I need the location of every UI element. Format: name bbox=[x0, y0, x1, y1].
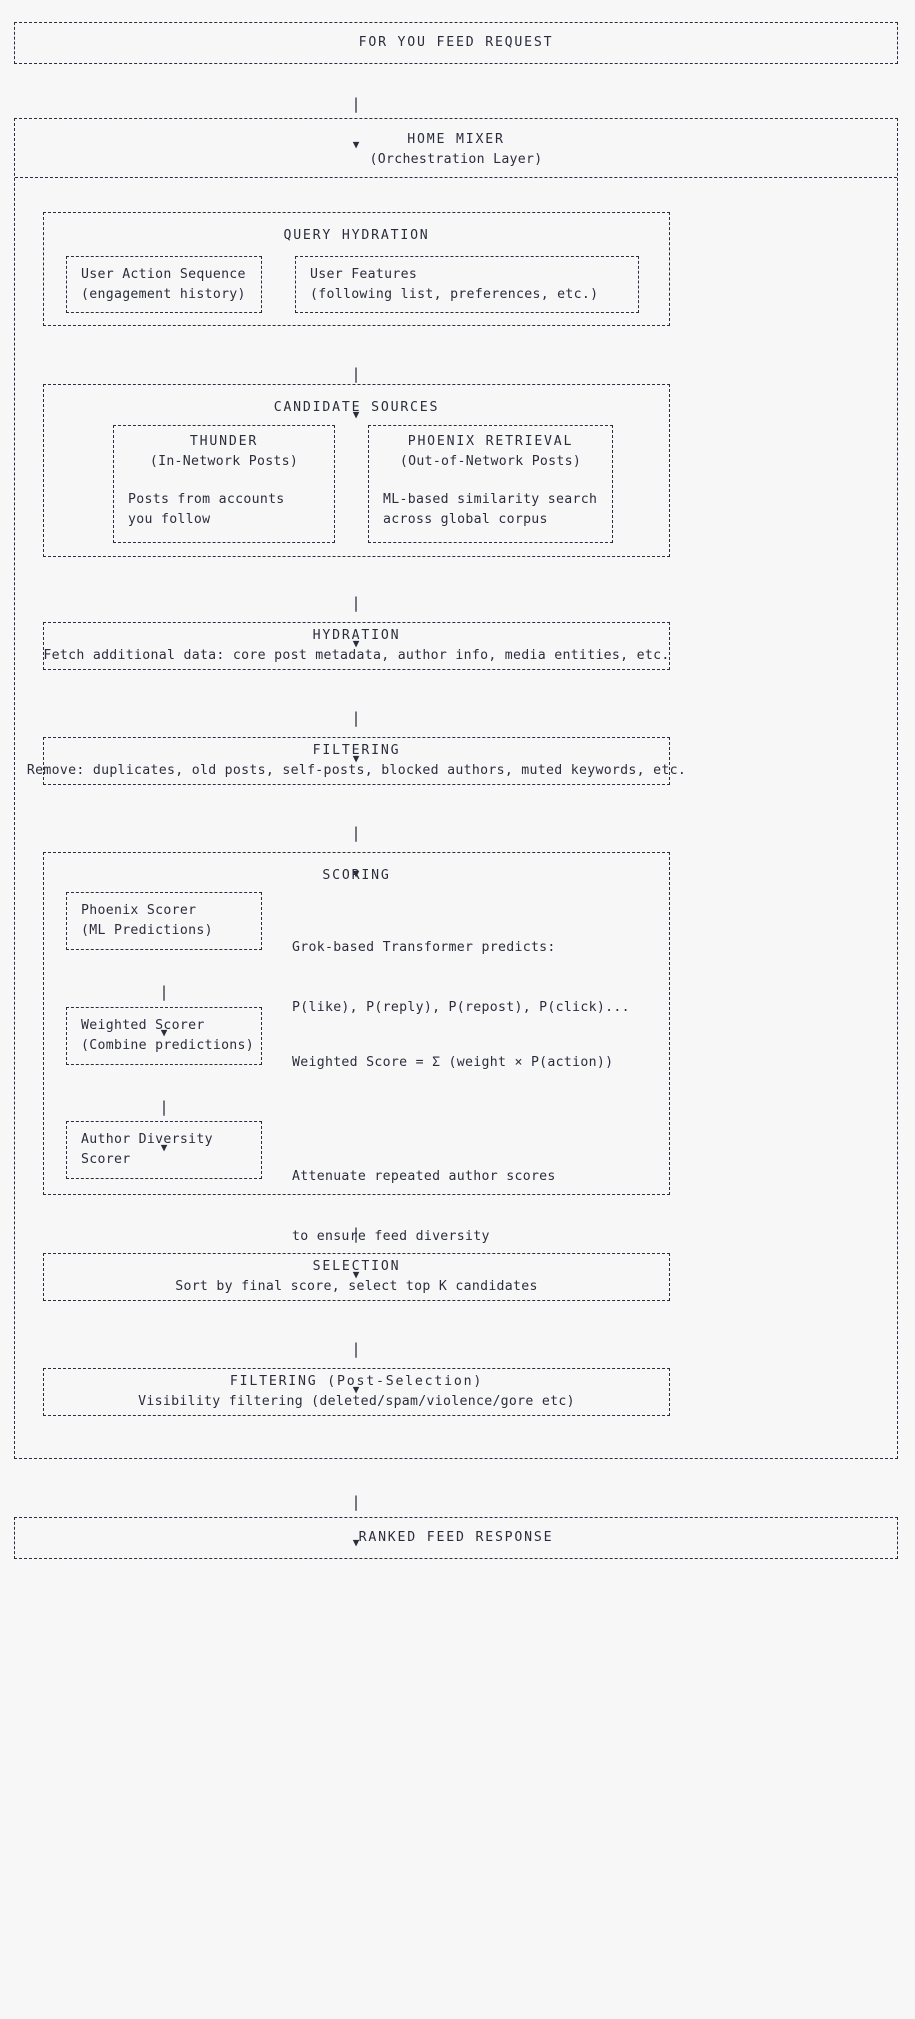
connector-weighted-to-diversity: | ▼ bbox=[152, 1073, 176, 1180]
hydration-desc: Fetch additional data: core post metadat… bbox=[43, 648, 670, 663]
query-hydration-title: QUERY HYDRATION bbox=[283, 228, 430, 243]
connector-hydration-to-filtering: | ▼ bbox=[344, 684, 368, 778]
connector-arrowhead: ▼ bbox=[352, 1536, 360, 1549]
connector-arrowhead: ▼ bbox=[352, 1268, 360, 1281]
connector-arrowhead: ▼ bbox=[352, 1383, 360, 1396]
user-action-sequence-line2: (engagement history) bbox=[81, 286, 246, 302]
connector-stem: | bbox=[351, 824, 361, 842]
phoenix-retrieval-source-box: PHOENIX RETRIEVAL (Out-of-Network Posts)… bbox=[368, 425, 613, 543]
connector-phoenix-to-weighted: | ▼ bbox=[152, 958, 176, 1065]
user-features-line1: User Features bbox=[310, 266, 418, 282]
selection-desc: Sort by final score, select top K candid… bbox=[175, 1279, 538, 1294]
filtering-title: FILTERING bbox=[312, 743, 401, 758]
connector-stem: | bbox=[351, 709, 361, 727]
ranked-feed-response-box: RANKED FEED RESPONSE bbox=[14, 1517, 898, 1559]
connector-request-to-mixer: | ▼ bbox=[344, 70, 368, 164]
filtering-desc: Remove: duplicates, old posts, self-post… bbox=[26, 763, 687, 778]
thunder-source-box: THUNDER (In-Network Posts) Posts from ac… bbox=[113, 425, 335, 543]
connector-arrowhead: ▼ bbox=[352, 408, 360, 421]
connector-stem: | bbox=[159, 983, 169, 1001]
selection-box: SELECTION Sort by final score, select to… bbox=[43, 1253, 670, 1301]
thunder-kind: (In-Network Posts) bbox=[149, 454, 299, 469]
connector-arrowhead: ▼ bbox=[352, 138, 360, 151]
phoenix-scorer-box: Phoenix Scorer (ML Predictions) bbox=[66, 892, 262, 950]
connector-selection-to-postfilter: | ▼ bbox=[344, 1315, 368, 1409]
phoenix-desc-line1: ML-based similarity search bbox=[383, 492, 598, 507]
phoenix-scorer-note: Grok-based Transformer predicts: P(like)… bbox=[292, 898, 630, 1058]
phoenix-scorer-note-line1: Grok-based Transformer predicts: bbox=[292, 940, 556, 955]
user-action-sequence-box: User Action Sequence (engagement history… bbox=[66, 256, 262, 313]
home-mixer-header: HOME MIXER (Orchestration Layer) bbox=[15, 119, 897, 170]
home-mixer-container: HOME MIXER (Orchestration Layer) bbox=[14, 118, 898, 1459]
candidate-sources-box: CANDIDATE SOURCES THUNDER (In-Network Po… bbox=[43, 384, 670, 557]
phoenix-desc-line2: across global corpus bbox=[383, 512, 548, 527]
connector-stem: | bbox=[351, 1493, 361, 1511]
phoenix-scorer-note-line2: P(like), P(reply), P(repost), P(click)..… bbox=[292, 1000, 630, 1015]
home-mixer-subtitle: (Orchestration Layer) bbox=[369, 152, 543, 167]
scoring-title: SCORING bbox=[322, 868, 391, 883]
weighted-scorer-box: Weighted Scorer (Combine predictions) bbox=[66, 1007, 262, 1065]
phoenix-kind: (Out-of-Network Posts) bbox=[399, 454, 582, 469]
connector-filtering-to-scoring: | ▼ bbox=[344, 799, 368, 893]
connector-arrowhead: ▼ bbox=[352, 867, 360, 880]
ranked-feed-response-label: RANKED FEED RESPONSE bbox=[358, 1530, 554, 1545]
connector-stem: | bbox=[351, 1340, 361, 1358]
query-hydration-box: QUERY HYDRATION User Action Sequence (en… bbox=[43, 212, 670, 326]
author-diversity-note: Attenuate repeated author scores to ensu… bbox=[292, 1127, 556, 1287]
thunder-name: THUNDER bbox=[189, 434, 259, 449]
connector-arrowhead: ▼ bbox=[352, 637, 360, 650]
selection-title: SELECTION bbox=[312, 1259, 401, 1274]
candidate-sources-items: THUNDER (In-Network Posts) Posts from ac… bbox=[113, 425, 613, 543]
connector-scoring-to-selection: | ▼ bbox=[344, 1200, 368, 1294]
connector-qh-to-cs: | ▼ bbox=[344, 340, 368, 434]
weighted-scorer-line2: (Combine predictions) bbox=[81, 1038, 255, 1053]
home-mixer-divider bbox=[15, 177, 897, 178]
phoenix-scorer-line2: (ML Predictions) bbox=[81, 923, 213, 938]
connector-stem: | bbox=[351, 594, 361, 612]
connector-mixer-to-response: | ▼ bbox=[344, 1468, 368, 1562]
scoring-box: SCORING Phoenix Scorer (ML Predictions) … bbox=[43, 852, 670, 1244]
author-diversity-note-line2: to ensure feed diversity bbox=[292, 1229, 490, 1244]
weighted-scorer-note: Weighted Score = Σ (weight × P(action)) bbox=[292, 1013, 613, 1113]
author-diversity-note-line1: Attenuate repeated author scores bbox=[292, 1169, 556, 1184]
hydration-box: HYDRATION Fetch additional data: core po… bbox=[43, 622, 670, 670]
phoenix-name: PHOENIX RETRIEVAL bbox=[407, 434, 574, 449]
author-diversity-line2: Scorer bbox=[81, 1152, 131, 1167]
weighted-scorer-line1: Weighted Scorer bbox=[81, 1018, 205, 1033]
feed-request-box: FOR YOU FEED REQUEST bbox=[14, 22, 898, 64]
thunder-desc-line1: Posts from accounts bbox=[128, 492, 285, 507]
post-selection-filtering-box: FILTERING (Post-Selection) Visibility fi… bbox=[43, 1368, 670, 1416]
connector-arrowhead: ▼ bbox=[160, 1026, 168, 1039]
candidate-sources-title: CANDIDATE SOURCES bbox=[273, 400, 440, 415]
thunder-desc-line2: you follow bbox=[128, 512, 211, 527]
connector-arrowhead: ▼ bbox=[352, 752, 360, 765]
post-filtering-title: FILTERING (Post-Selection) bbox=[229, 1374, 484, 1389]
user-features-line2: (following list, preferences, etc.) bbox=[310, 286, 599, 302]
author-diversity-line1: Author Diversity bbox=[81, 1132, 213, 1147]
connector-stem: | bbox=[159, 1098, 169, 1116]
connector-stem: | bbox=[351, 365, 361, 383]
user-action-sequence-line1: User Action Sequence bbox=[81, 266, 246, 282]
feed-request-label: FOR YOU FEED REQUEST bbox=[358, 35, 554, 50]
connector-arrowhead: ▼ bbox=[160, 1141, 168, 1154]
connector-stem: | bbox=[351, 1225, 361, 1243]
filtering-box: FILTERING Remove: duplicates, old posts,… bbox=[27, 737, 686, 785]
home-mixer-title: HOME MIXER bbox=[407, 132, 505, 147]
author-diversity-scorer-box: Author Diversity Scorer bbox=[66, 1121, 262, 1179]
user-features-box: User Features (following list, preferenc… bbox=[295, 256, 639, 313]
connector-stem: | bbox=[351, 95, 361, 113]
connector-cs-to-hydration: | ▼ bbox=[344, 569, 368, 663]
weighted-scorer-note-line1: Weighted Score = Σ (weight × P(action)) bbox=[292, 1055, 614, 1070]
hydration-title: HYDRATION bbox=[312, 628, 401, 643]
post-filtering-desc: Visibility filtering (deleted/spam/viole… bbox=[138, 1394, 575, 1409]
query-hydration-items: User Action Sequence (engagement history… bbox=[66, 256, 658, 313]
phoenix-scorer-line1: Phoenix Scorer bbox=[81, 903, 197, 918]
